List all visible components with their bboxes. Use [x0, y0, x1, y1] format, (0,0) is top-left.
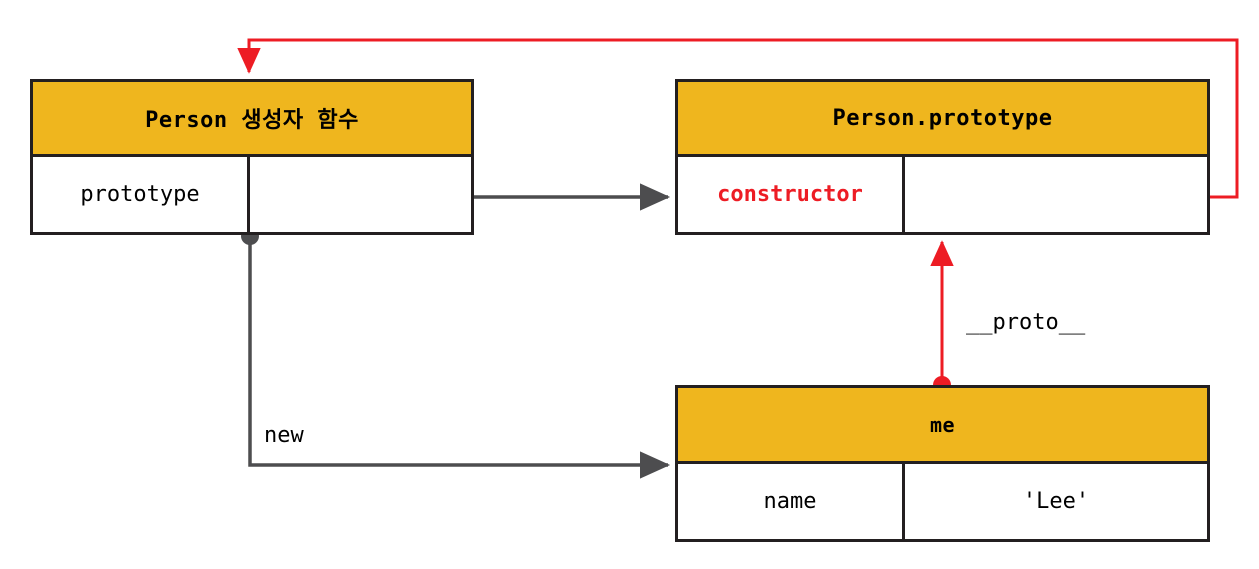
property-value-name: 'Lee'	[1022, 489, 1090, 514]
property-key-constructor: constructor	[678, 157, 905, 232]
wire-new-link	[241, 227, 671, 479]
property-value-prototype	[250, 157, 471, 232]
edge-label-new: new	[264, 423, 304, 448]
object-row-prototype: prototype	[33, 157, 471, 232]
property-key-prototype: prototype	[33, 157, 250, 232]
object-header-person-prototype: Person.prototype	[678, 82, 1207, 157]
property-key-name: name	[678, 464, 905, 539]
object-row-name: name 'Lee'	[678, 464, 1207, 539]
object-header-person: Person 생성자 함수	[33, 82, 471, 157]
object-row-constructor: constructor	[678, 157, 1207, 232]
object-box-person: Person 생성자 함수 prototype	[30, 79, 474, 235]
object-header-me: me	[678, 388, 1207, 464]
object-box-person-prototype: Person.prototype constructor	[675, 79, 1210, 235]
wire-proto-link	[930, 240, 954, 394]
edge-label-proto: __proto__	[966, 310, 1086, 335]
property-value-constructor	[905, 157, 1207, 232]
object-box-me: me name 'Lee'	[675, 385, 1210, 542]
